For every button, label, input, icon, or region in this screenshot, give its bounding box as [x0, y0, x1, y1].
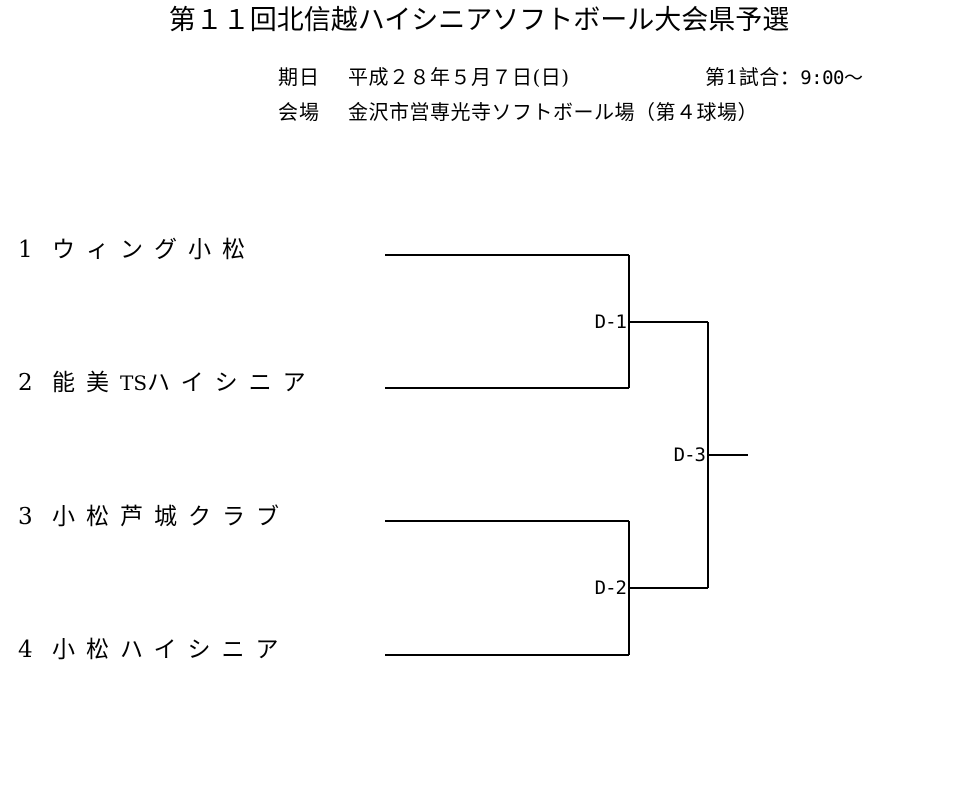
team-name-pre: 小松芦城クラブ: [52, 504, 290, 530]
team-name-post: ハイシニア: [147, 370, 317, 396]
date-value: 平成２８年５月７日(日): [348, 65, 570, 89]
first-game-block: 第1試合：9:00〜: [705, 62, 863, 93]
match-label-d3: D-3: [673, 444, 706, 466]
date-label: 期日: [278, 65, 320, 89]
team-name-latin: TS: [120, 371, 148, 395]
team-seed-number: 4: [18, 637, 33, 663]
match-label-d1: D-1: [594, 311, 627, 333]
team-name-pre: 能美: [52, 370, 120, 396]
venue-value: 金沢市営専光寺ソフトボール場（第４球場）: [348, 100, 758, 124]
team-name-pre: ウィング小松: [52, 237, 256, 263]
page-title: 第１１回北信越ハイシニアソフトボール大会県予選: [168, 5, 790, 36]
meta-venue-line: 会場 金沢市営専光寺ソフトボール場（第４球場）: [0, 97, 958, 127]
venue-label: 会場: [278, 100, 320, 124]
team-seed-number: 1: [18, 237, 33, 263]
meta-date-line: 期日 平成２８年５月７日(日) 第1試合：9:00〜: [0, 62, 958, 92]
first-game-label: 第1試合：: [705, 65, 801, 89]
team-name: ウィング小松: [52, 233, 256, 267]
team-name: 小松ハイシニア: [52, 633, 290, 667]
team-name: 能美TSハイシニア: [52, 366, 317, 400]
first-game-time: 9:00〜: [800, 67, 863, 89]
match-label-d2: D-2: [594, 577, 627, 599]
team-name: 小松芦城クラブ: [52, 500, 290, 534]
team-seed-number: 3: [18, 504, 33, 530]
team-name-pre: 小松ハイシニア: [52, 637, 290, 663]
team-seed-number: 2: [18, 370, 33, 396]
